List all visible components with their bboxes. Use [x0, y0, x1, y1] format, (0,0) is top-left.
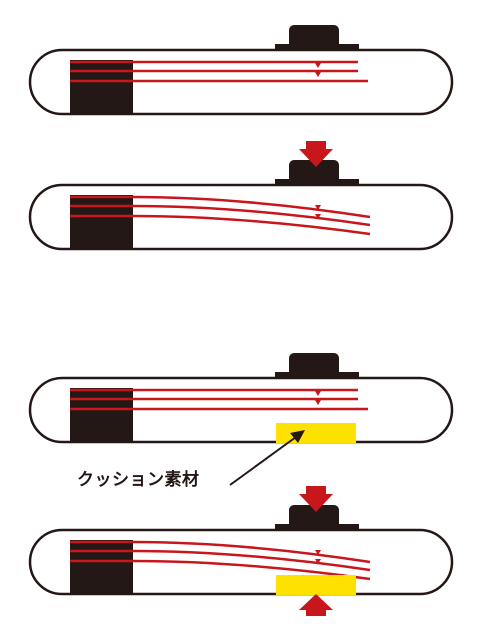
panels: [28, 25, 454, 616]
panel-no-cushion-rest: [28, 25, 454, 116]
press-up-arrow: [299, 594, 333, 616]
contact-block: [70, 540, 133, 594]
contact-block: [70, 60, 133, 114]
panel-cushion-rest: [28, 353, 454, 444]
contact-point: [315, 559, 321, 564]
contact-line: [70, 204, 371, 227]
key-base: [275, 179, 359, 185]
contact-block: [70, 388, 133, 442]
contact-point: [315, 72, 321, 77]
key-cap: [289, 25, 339, 49]
contact-point: [315, 391, 321, 396]
key-base: [275, 44, 359, 50]
press-down-arrow: [299, 141, 333, 167]
switch-housing: [28, 183, 454, 251]
cushion-pointer-arrow: [229, 430, 305, 486]
contact-line: [70, 559, 371, 581]
contact-block: [70, 195, 133, 249]
cushion-material-label: クッション素材: [77, 470, 200, 490]
key-base: [275, 524, 359, 530]
contact-point: [315, 205, 321, 210]
cushion-material: [276, 575, 356, 595]
panel-no-cushion-pressed: [28, 141, 454, 251]
contact-point: [315, 214, 321, 219]
key-base: [275, 372, 359, 378]
switch-housing: [28, 376, 454, 444]
panel-cushion-pressed: [28, 486, 454, 616]
contact-line: [70, 195, 371, 219]
contact-point: [315, 400, 321, 405]
press-down-arrow: [299, 486, 333, 512]
key-cap: [289, 505, 339, 529]
contact-point: [315, 550, 321, 555]
switch-housing: [28, 528, 454, 596]
cushion-material: [276, 423, 356, 443]
contact-point: [315, 63, 321, 68]
contact-line: [70, 214, 371, 236]
key-cap: [289, 160, 339, 184]
key-cap: [289, 353, 339, 377]
contact-line: [70, 549, 371, 572]
switch-housing: [28, 48, 454, 116]
contact-line: [70, 540, 371, 564]
